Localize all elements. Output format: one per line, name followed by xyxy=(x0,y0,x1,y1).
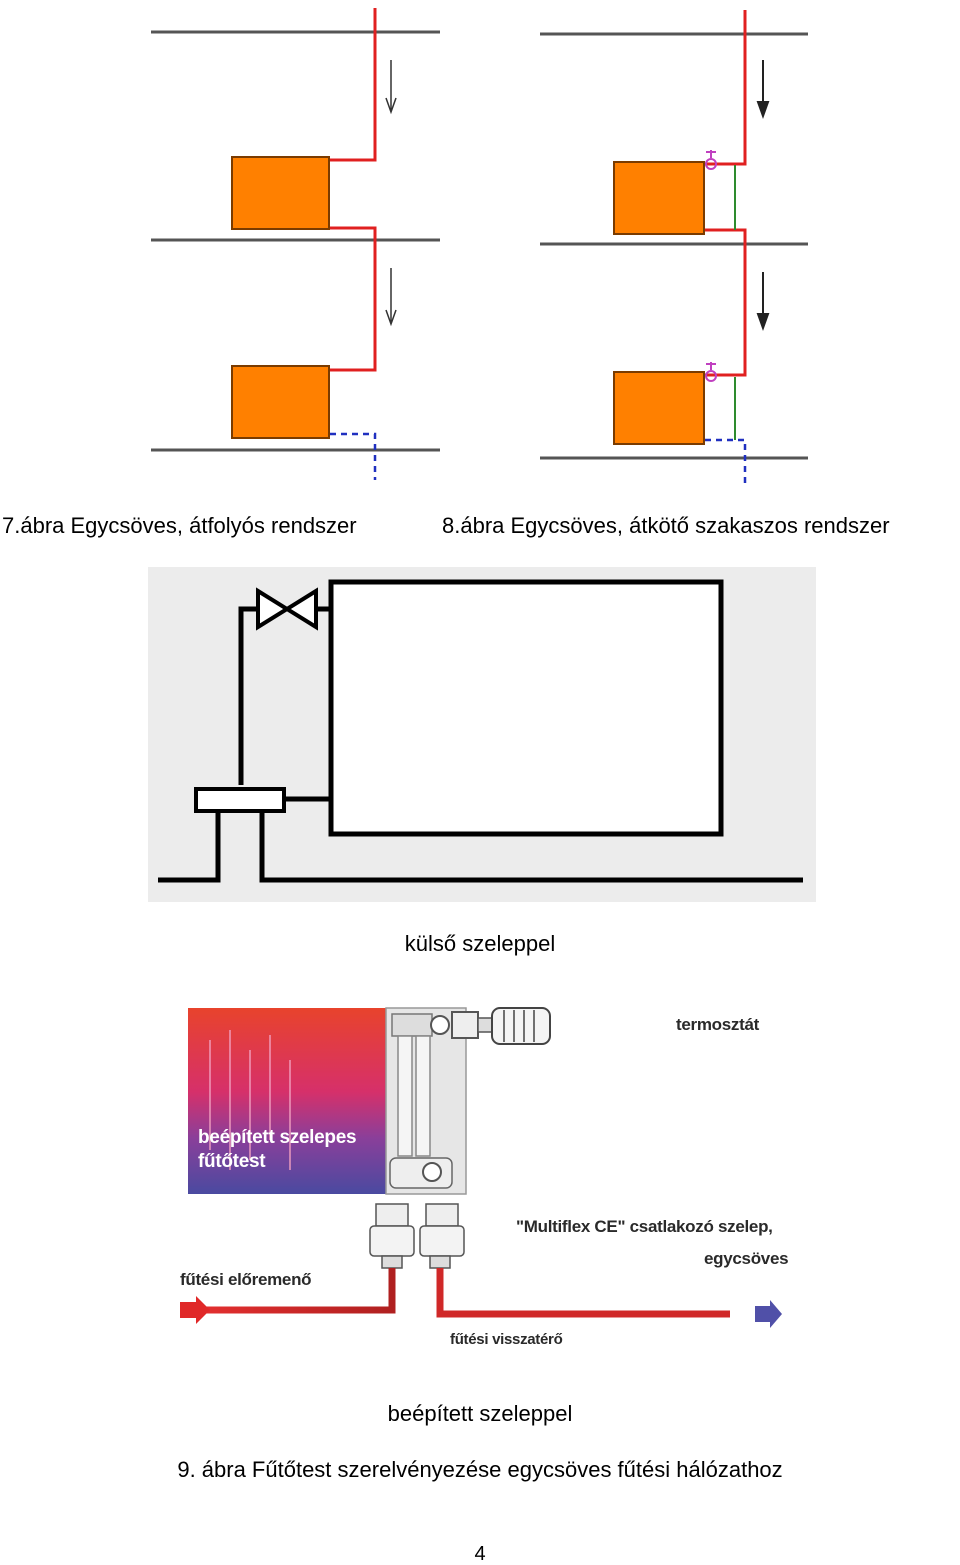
supply-pipe xyxy=(705,10,747,377)
connector-label: "Multiflex CE" csatlakozó szelep, xyxy=(516,1217,773,1236)
external-valve-subcaption: külső szeleppel xyxy=(404,931,556,956)
valve-icon xyxy=(705,150,717,170)
radiator-outline xyxy=(328,579,724,837)
thermostat-label: termosztát xyxy=(676,1015,759,1034)
connector-type-label: egycsöves xyxy=(704,1249,789,1268)
valve-icon xyxy=(256,587,318,631)
radiator-body xyxy=(188,1008,386,1194)
supply-label: fűtési előremenő xyxy=(180,1270,312,1289)
return-pipe-dashed xyxy=(330,432,377,480)
built-in-valve-subcaption: beépített szeleppel xyxy=(387,1401,573,1426)
radiator-lower xyxy=(231,365,330,439)
figure-8-caption: 8.ábra Egycsöves, átkötő szakaszos rends… xyxy=(442,513,890,538)
flow-arrow-icon xyxy=(756,60,770,119)
figure-7-caption: 7.ábra Egycsöves, átfolyós rendszer xyxy=(2,513,357,538)
flow-arrow-icon xyxy=(385,268,397,327)
built-in-valve-illustration: termosztát beépített szelepes fűtőtest "… xyxy=(170,1000,810,1360)
figure-7-diagram xyxy=(151,8,440,480)
return-pipe xyxy=(436,1268,730,1318)
supply-arrow-icon xyxy=(180,1296,210,1324)
radiator-upper xyxy=(613,161,705,235)
supply-pipe xyxy=(330,8,377,372)
radiator-label-line1: beépített szelepes xyxy=(198,1127,357,1148)
flow-arrow-icon xyxy=(756,272,770,331)
figure-8-diagram xyxy=(540,10,808,488)
radiator-label-line2: fűtőtest xyxy=(198,1151,266,1172)
figure-9-caption: 9. ábra Fűtőtest szerelvényezése egycsöv… xyxy=(177,1457,783,1482)
radiator-lower xyxy=(613,371,705,445)
supply-pipe xyxy=(184,1268,396,1314)
external-valve-diagram xyxy=(148,567,816,902)
radiator-upper xyxy=(231,156,330,230)
valve-icon xyxy=(705,362,717,382)
page-number: 4 xyxy=(474,1543,486,1565)
return-label: fűtési visszatérő xyxy=(450,1331,563,1348)
tee-fitting xyxy=(194,787,286,813)
return-pipe-dashed xyxy=(705,438,747,488)
return-arrow-icon xyxy=(755,1300,782,1328)
flow-arrow-icon xyxy=(385,60,397,115)
thermostat-icon xyxy=(451,1007,551,1045)
